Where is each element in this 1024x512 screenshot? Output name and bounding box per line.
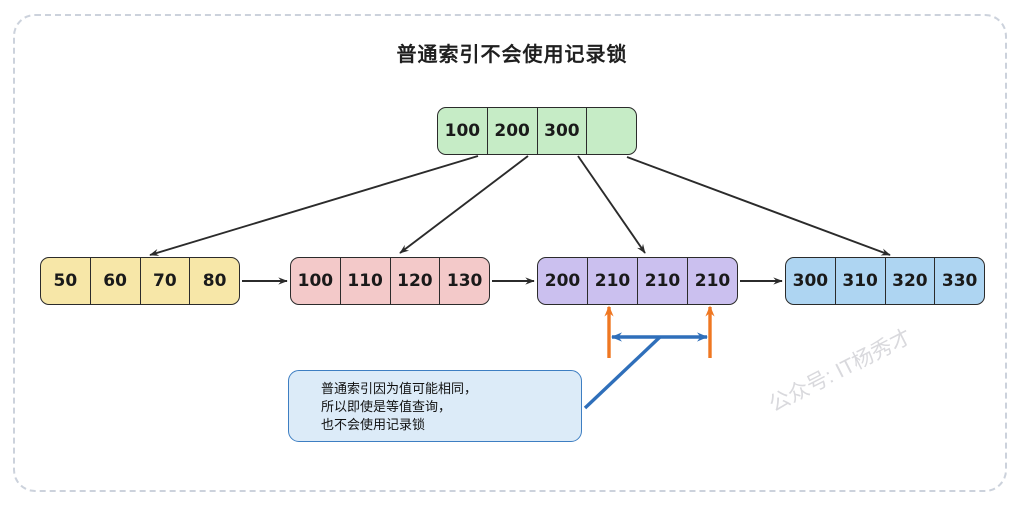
- callout-box: 普通索引因为值可能相同， 所以即使是等值查询， 也不会使用记录锁: [288, 370, 582, 442]
- root-cell-1[interactable]: 200: [488, 108, 538, 154]
- leaf-4-cell-1[interactable]: 310: [836, 258, 886, 304]
- leaf-node-4[interactable]: 300 310 320 330: [785, 257, 985, 305]
- root-cell-3[interactable]: [587, 108, 636, 154]
- leaf-2-cell-1[interactable]: 110: [341, 258, 391, 304]
- leaf-1-cell-0[interactable]: 50: [41, 258, 91, 304]
- diagram-frame: [13, 14, 1007, 492]
- leaf-3-cell-0[interactable]: 200: [538, 258, 588, 304]
- page-title: 普通索引不会使用记录锁: [396, 44, 628, 66]
- leaf-4-cell-2[interactable]: 320: [886, 258, 936, 304]
- leaf-1-cell-1[interactable]: 60: [91, 258, 141, 304]
- leaf-3-cell-3[interactable]: 210: [694, 271, 731, 291]
- leaf-3-cell-2[interactable]: 210: [638, 258, 688, 304]
- leaf-4-cell-0[interactable]: 300: [786, 258, 836, 304]
- root-node[interactable]: 100 200 300: [437, 107, 637, 155]
- leaf-2-cell-2[interactable]: 120: [391, 258, 441, 304]
- leaf-2-cell-0[interactable]: 100: [291, 258, 341, 304]
- leaf-2-cell-3[interactable]: 130: [446, 271, 483, 291]
- callout-line-2: 所以即使是等值查询，: [321, 399, 452, 414]
- leaf-1-cell-3[interactable]: 80: [202, 271, 227, 291]
- leaf-node-1[interactable]: 50 60 70 80: [40, 257, 240, 305]
- root-cell-0[interactable]: 100: [438, 108, 488, 154]
- leaf-1-cell-2[interactable]: 70: [141, 258, 191, 304]
- callout-line-1: 普通索引因为值可能相同，: [321, 381, 478, 396]
- leaf-node-3[interactable]: 200 210 210 210: [537, 257, 738, 305]
- leaf-4-cell-3[interactable]: 330: [941, 271, 978, 291]
- leaf-node-2[interactable]: 100 110 120 130: [290, 257, 490, 305]
- root-cell-2[interactable]: 300: [538, 108, 588, 154]
- leaf-3-cell-1[interactable]: 210: [588, 258, 638, 304]
- callout-line-3: 也不会使用记录锁: [321, 417, 426, 432]
